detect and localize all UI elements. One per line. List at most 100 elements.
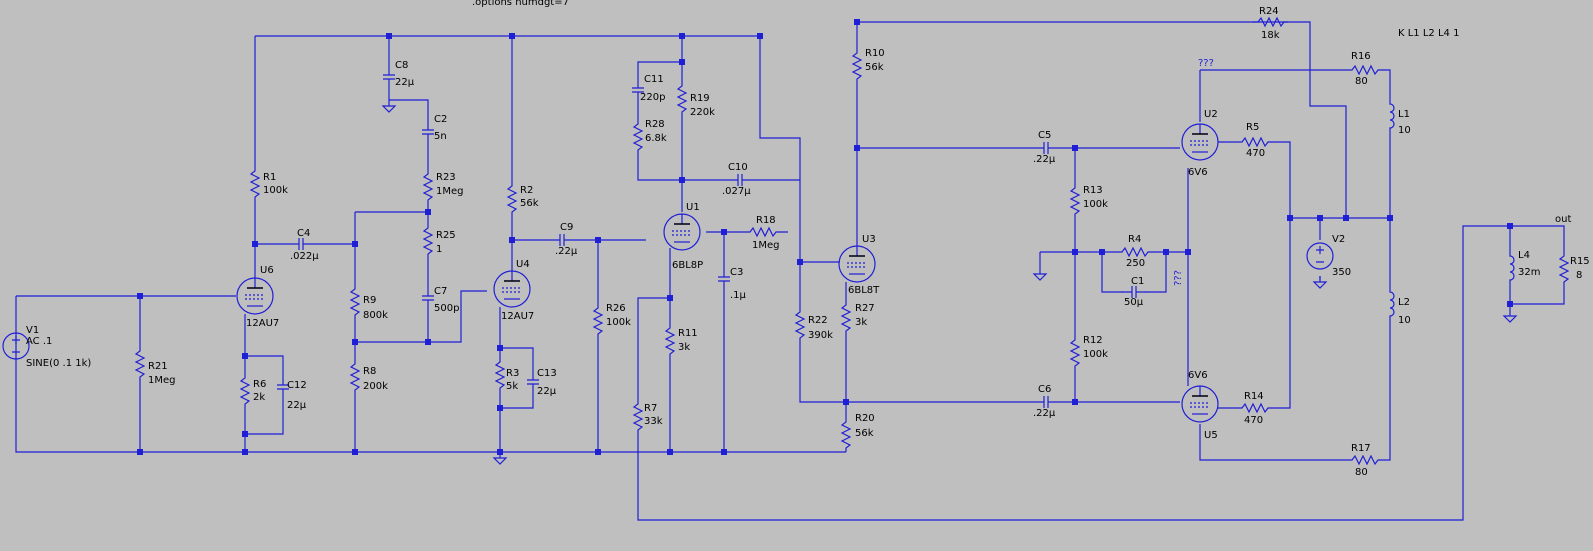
r18-value: 1Meg	[752, 240, 780, 251]
r22-value: 390k	[808, 330, 833, 341]
u5-value: 6V6	[1188, 370, 1208, 381]
c7-value: 500p	[434, 303, 459, 314]
r8-value: 200k	[363, 381, 388, 392]
r20-name: R20	[855, 413, 875, 424]
u6-value: 12AU7	[246, 318, 279, 329]
net-out-label: out	[1555, 214, 1571, 225]
r3-name: R3	[506, 368, 519, 379]
l4-value: 32m	[1518, 267, 1540, 278]
c2-name: C2	[434, 114, 447, 125]
l2-name: L2	[1398, 297, 1410, 308]
u3-value: 6BL8T	[848, 285, 880, 296]
c2-value: 5n	[434, 131, 447, 142]
r1-value: 100k	[263, 185, 288, 196]
r13-name: R13	[1083, 185, 1103, 196]
l2-value: 10	[1398, 315, 1411, 326]
c8-value: 22µ	[395, 77, 415, 88]
u3-name: U3	[862, 234, 876, 245]
r9-name: R9	[363, 295, 376, 306]
r1-name: R1	[263, 172, 276, 183]
r9-value: 800k	[363, 310, 388, 321]
c12-value: 22µ	[287, 400, 307, 411]
r18-name: R18	[756, 215, 776, 226]
r24-name: R24	[1259, 6, 1279, 17]
r23-value: 1Meg	[436, 186, 464, 197]
v1-name: V1	[26, 325, 39, 336]
v1-value: AC .1	[26, 336, 52, 347]
r14-value: 470	[1244, 415, 1263, 426]
c6-value: .22µ	[1033, 408, 1056, 419]
r7-name: R7	[644, 403, 657, 414]
r21-name: R21	[148, 361, 168, 372]
r19-value: 220k	[690, 107, 715, 118]
junctions	[137, 19, 1513, 455]
r5-name: R5	[1246, 122, 1259, 133]
r24-value: 18k	[1261, 30, 1280, 41]
c1-name: C1	[1131, 276, 1144, 287]
c4-name: C4	[297, 228, 310, 239]
r11-value: 3k	[678, 342, 690, 353]
r16-value: 80	[1355, 76, 1368, 87]
c10-value: .027µ	[722, 186, 751, 197]
v2-name: V2	[1332, 234, 1345, 245]
u2-value: 6V6	[1188, 167, 1208, 178]
u1-name: U1	[686, 202, 700, 213]
r2-value: 56k	[520, 198, 539, 209]
r19-name: R19	[690, 93, 710, 104]
r5-value: 470	[1246, 148, 1265, 159]
r14-name: R14	[1244, 391, 1264, 402]
component-symbols	[2, 17, 1569, 465]
c9-name: C9	[560, 222, 573, 233]
u4-name: U4	[516, 259, 530, 270]
net-unknown-label-side: ???	[1173, 270, 1184, 286]
r12-value: 100k	[1083, 349, 1108, 360]
c3-value: .1µ	[730, 290, 747, 301]
u6-name: U6	[260, 265, 274, 276]
r27-name: R27	[855, 303, 875, 314]
c5-name: C5	[1038, 130, 1051, 141]
r10-value: 56k	[865, 62, 884, 73]
u1-value: 6BL8P	[672, 260, 703, 271]
c10-name: C10	[728, 162, 748, 173]
c13-value: 22µ	[537, 386, 557, 397]
c1-value: 50µ	[1124, 297, 1144, 308]
r11-name: R11	[678, 328, 698, 339]
u5-name: U5	[1204, 430, 1218, 441]
r2-name: R2	[520, 185, 533, 196]
r25-name: R25	[436, 230, 456, 241]
c4-value: .022µ	[290, 251, 319, 262]
r26-name: R26	[606, 303, 626, 314]
c3-name: C3	[730, 267, 743, 278]
r15-value: 8	[1576, 270, 1582, 281]
l1-name: L1	[1398, 109, 1410, 120]
r17-name: R17	[1351, 443, 1371, 454]
v1-value2: SINE(0 .1 1k)	[26, 358, 91, 369]
r4-name: R4	[1128, 234, 1141, 245]
c12-name: C12	[287, 380, 307, 391]
r8-name: R8	[363, 366, 376, 377]
r26-value: 100k	[606, 317, 631, 328]
r25-value: 1	[436, 244, 442, 255]
r28-value: 6.8k	[645, 133, 667, 144]
r12-name: R12	[1083, 335, 1103, 346]
c11-name: C11	[644, 74, 664, 85]
r10-name: R10	[865, 48, 885, 59]
r23-name: R23	[436, 172, 456, 183]
c11-value: 220p	[640, 92, 665, 103]
c5-value: .22µ	[1033, 154, 1056, 165]
labels: .options numdgt=7 K L1 L2 L4 1 V1 AC .1 …	[26, 0, 1590, 478]
l1-value: 10	[1398, 125, 1411, 136]
u4-value: 12AU7	[501, 311, 534, 322]
c9-value: .22µ	[555, 246, 578, 257]
r27-value: 3k	[855, 317, 867, 328]
r15-name: R15	[1570, 256, 1590, 267]
r20-value: 56k	[855, 428, 874, 439]
coupling-directive: K L1 L2 L4 1	[1398, 28, 1459, 39]
l4-name: L4	[1518, 250, 1530, 261]
c13-name: C13	[537, 368, 557, 379]
r6-name: R6	[253, 379, 266, 390]
u2-name: U2	[1204, 109, 1218, 120]
v2-value: 350	[1332, 267, 1351, 278]
